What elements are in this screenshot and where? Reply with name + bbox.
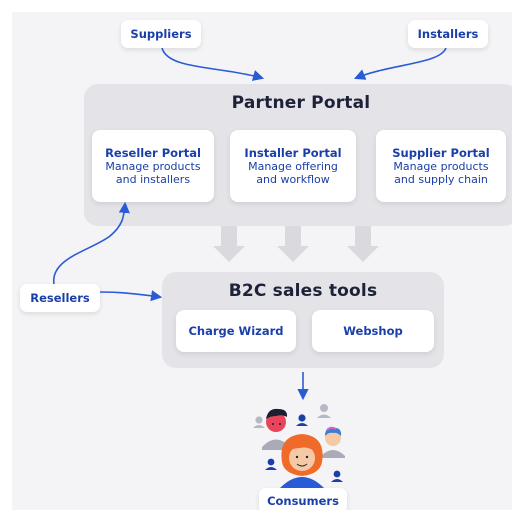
small-person-icon-gray-top [317,404,331,418]
b2c-sales-tools-title: B2C sales tools [228,281,378,301]
arrow-icon-resellers-to-b2c [99,290,163,302]
arrow-icon-resellers-to-reseller-portal [53,201,130,285]
arrow-icon-suppliers-to-portal [161,47,265,81]
big-down-arrow-left [213,226,245,262]
person-icon-orange-hair [280,434,324,488]
small-person-icon-blue-right [331,470,343,482]
reseller-portal-card[interactable]: Reseller Portal Manage products and inst… [92,130,214,202]
resellers-pill[interactable]: Resellers [20,284,100,312]
reseller-portal-desc-line2: and installers [115,173,191,186]
small-person-icon-blue-left [265,458,277,470]
reseller-portal-desc-line1: Manage products [105,160,201,173]
frame-bottom [0,510,524,518]
installer-portal-desc-line1: Manage offering [248,160,338,173]
installers-pill[interactable]: Installers [408,20,488,48]
partner-portal-title: Partner Portal [231,93,371,113]
installer-portal-desc-line2: and workflow [256,173,330,186]
person-icon-teal-hair [321,426,345,458]
suppliers-pill[interactable]: Suppliers [121,20,201,48]
frame-right [512,0,524,518]
supplier-portal-title: Supplier Portal [392,146,490,160]
frame-left [0,0,12,518]
installer-portal-card[interactable]: Installer Portal Manage offering and wor… [230,130,356,202]
reseller-portal-title: Reseller Portal [105,146,201,160]
charge-wizard-card[interactable]: Charge Wizard [176,310,296,352]
big-down-arrow-middle [277,226,309,262]
big-down-arrow-right [347,226,379,262]
frame-top [0,0,524,12]
installer-portal-title: Installer Portal [244,146,342,160]
webshop-title: Webshop [343,324,403,338]
person-icon-dark-hair [262,408,290,450]
small-person-icon-blue-center [296,414,308,426]
supplier-portal-desc-line2: and supply chain [394,173,488,186]
charge-wizard-title: Charge Wizard [188,324,284,338]
consumers-pill[interactable]: Consumers [259,488,347,514]
webshop-card[interactable]: Webshop [312,310,434,352]
small-person-icon-gray-left [253,416,265,428]
supplier-portal-desc-line1: Manage products [393,160,489,173]
arrow-icon-installers-to-portal [353,47,447,80]
supplier-portal-card[interactable]: Supplier Portal Manage products and supp… [376,130,506,202]
